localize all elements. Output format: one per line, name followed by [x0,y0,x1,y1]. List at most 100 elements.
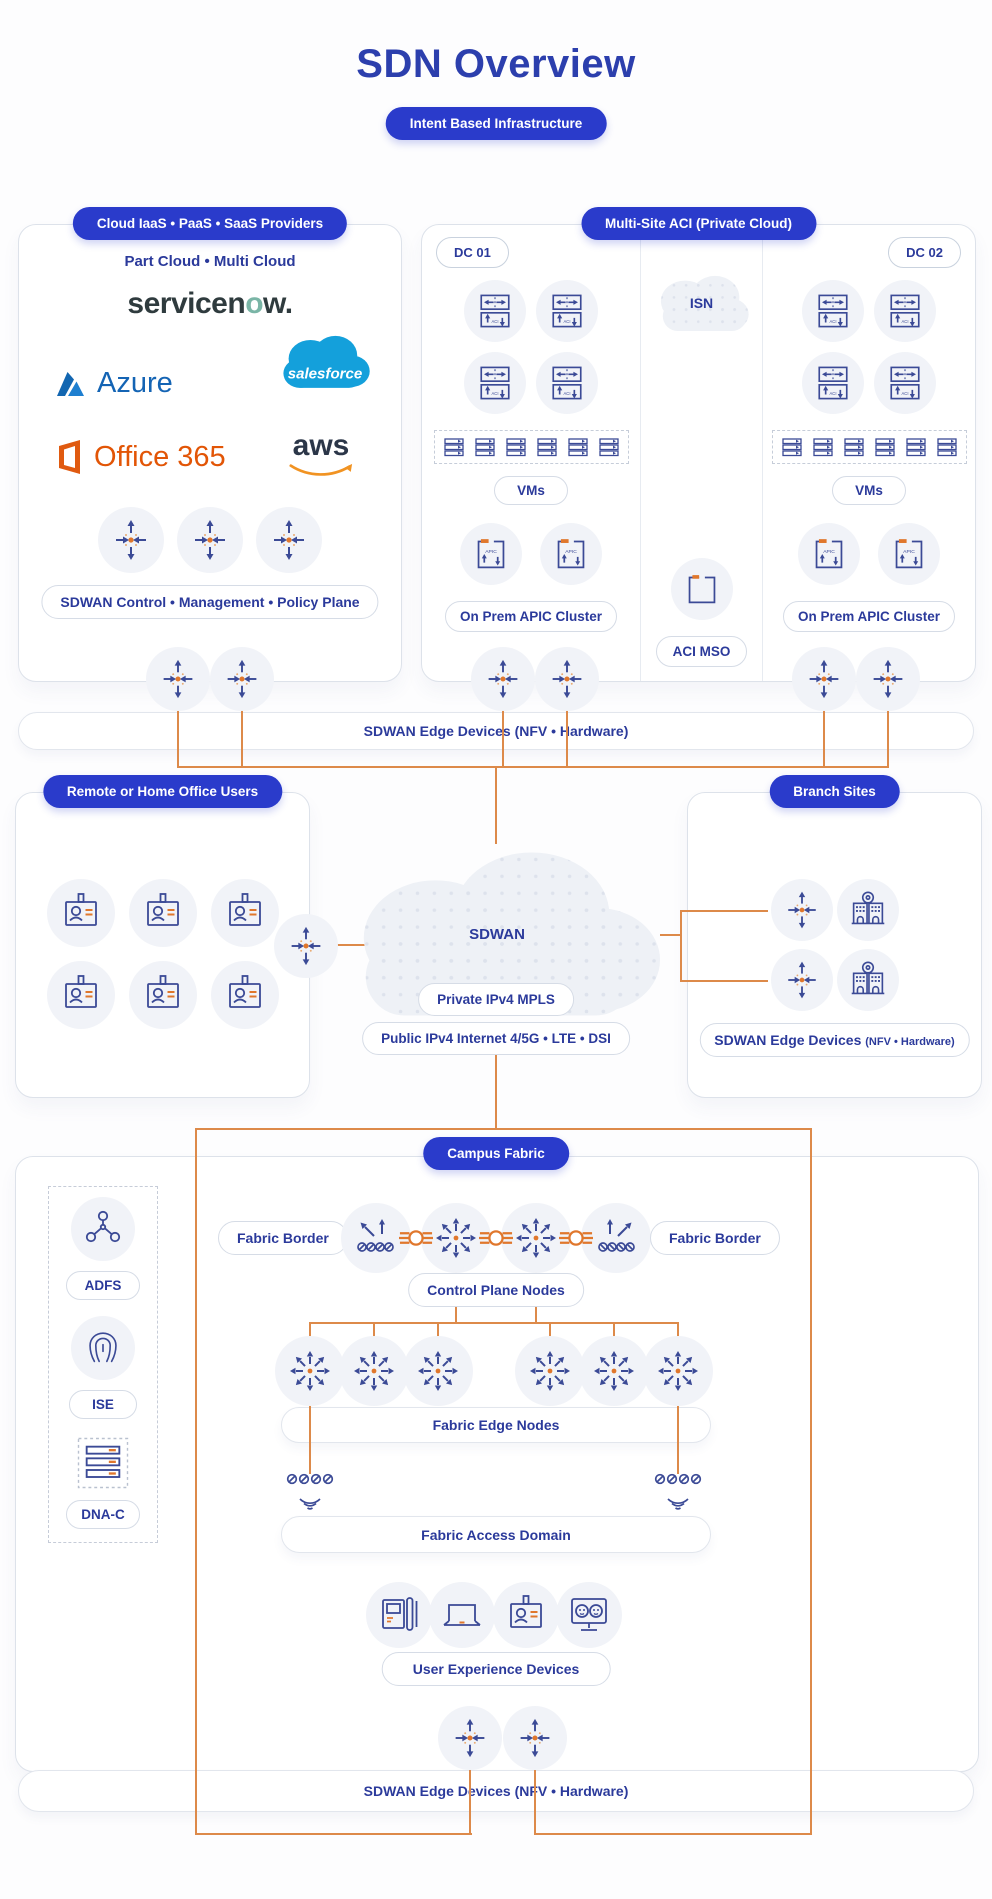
aws-text: aws [292,429,350,462]
branch-edge-devices-sublabel: (NFV • Hardware) [865,1036,955,1048]
multi-site-header-pill: Multi-Site ACI (Private Cloud) [580,207,817,240]
server-rack-icon [780,435,804,459]
router-icon [98,507,164,573]
server-rack-icon [904,435,928,459]
wireless-ap-icon [282,1470,338,1512]
video-conference-icon [556,1582,622,1648]
branch-building-icon [836,879,899,941]
fabric-border-left-pill: Fabric Border [218,1221,348,1255]
isn-column: ISN ACI MSO [641,225,763,681]
laptop-icon [429,1582,495,1648]
server-rack-icon [442,435,466,459]
server-rack-icon [842,435,866,459]
connector-line [566,700,568,766]
sdwan-edge-router-icon [503,1706,567,1770]
internet-pill: Public IPv4 Internet 4/5G • LTE • DSI [362,1022,630,1055]
aci-switch-icon [536,352,598,414]
aci-switch-icon [802,352,864,414]
dc01-label-pill: DC 01 [436,237,509,268]
isn-cloud-icon [660,275,749,331]
sdwan-edge-router-icon [535,647,599,711]
connector-line [823,700,825,766]
apic-icon [878,523,940,585]
server-rack-icon [473,435,497,459]
user-badge-icon [128,879,197,947]
sdwan-cloud-label: SDWAN [469,926,525,943]
dc02-switches [802,280,936,414]
cloud-providers-box: Cloud IaaS • PaaS • SaaS Providers Part … [18,207,402,682]
campus-boundary-bottom [535,1833,812,1835]
ise-fingerprint-icon [71,1316,135,1380]
branch-device-grid [770,879,899,1011]
fabric-edge-node-icon [339,1336,409,1406]
sdwan-edge-router-icon [471,647,535,711]
sdwan-cloud: SDWAN [328,820,666,1052]
multi-site-aci-box: Multi-Site ACI (Private Cloud) DC 01 [421,207,976,682]
dc01-column: DC 01 VMs [422,225,641,681]
intent-pill: Intent Based Infrastructure [385,107,607,140]
fabric-edge-node-icon [403,1336,473,1406]
adfs-pill: ADFS [65,1271,141,1300]
remote-user-badges [46,879,279,1029]
servicenow-text: servicen [127,287,246,320]
azure-logo: Azure [57,367,173,400]
apic-icon [460,523,522,585]
remote-users-header-pill: Remote or Home Office Users [42,775,283,808]
svg-text:salesforce: salesforce [288,365,363,382]
office365-logo: Office 365 [55,439,226,475]
branch-building-icon [836,949,899,1011]
fabric-edge-nodes-label: Fabric Edge Nodes [432,1417,560,1433]
sdwan-edge-devices-bar-bottom-label: SDWAN Edge Devices (NFV • Hardware) [363,1783,629,1799]
user-badge-icon [46,879,115,947]
fabric-edge-node-icon [579,1336,649,1406]
sdwan-edge-router-icon [146,647,210,711]
apic-icon [798,523,860,585]
user-experience-devices-pill: User Experience Devices [381,1652,611,1686]
shared-services-column: ADFS ISE DNA-C [48,1186,158,1543]
connector-line [177,700,179,766]
user-badge-icon [493,1582,559,1648]
cloud-providers-header-pill: Cloud IaaS • PaaS • SaaS Providers [72,207,348,240]
fabric-edge-node-icon [275,1336,345,1406]
connector-line [613,1322,615,1338]
connector-line [373,1322,375,1338]
control-plane-nodes-pill: Control Plane Nodes [408,1273,584,1307]
user-badge-icon [210,961,279,1029]
fabric-edge-node-icon [515,1336,585,1406]
sdwan-edge-router-icon [856,647,920,711]
servicenow-text: w. [263,287,293,320]
aci-switch-icon [464,352,526,414]
desk-phone-icon [366,1582,432,1648]
server-rack-icon [597,435,621,459]
dc02-vms-pill: VMs [832,476,906,505]
server-rack-icon [504,435,528,459]
user-badge-icon [210,879,279,947]
connector-line [309,1404,311,1474]
cloud-providers-subheader: Part Cloud • Multi Cloud [124,253,296,270]
adfs-icon [71,1197,135,1261]
fabric-border-right-pill: Fabric Border [650,1221,780,1255]
user-badge-icon [128,961,197,1029]
connector-line [502,700,504,766]
aci-switch-icon [536,280,598,342]
azure-icon [57,371,84,396]
dc01-apic-group [460,523,602,585]
branch-edge-devices-pill: SDWAN Edge Devices (NFV • Hardware) [699,1023,970,1057]
connector-line [549,1322,551,1338]
dc02-column: DC 02 VMs [763,225,975,681]
link-icon [399,1221,433,1255]
mpls-pill: Private IPv4 MPLS [418,983,574,1016]
isn-cloud: ISN [646,269,758,337]
branch-router-icon [770,879,833,941]
aws-swoosh-icon [289,463,353,476]
dc01-vms-pill: VMs [494,476,568,505]
sdwan-edge-devices-bar-top: SDWAN Edge Devices (NFV • Hardware) [18,712,974,750]
connector-line [495,766,497,844]
campus-boundary-left [195,1128,197,1835]
dc02-apic-group [798,523,940,585]
aci-mso-pill: ACI MSO [655,636,748,667]
salesforce-cloud-icon: salesforce [283,335,370,388]
aci-switch-icon [874,280,936,342]
connector-line [887,700,889,766]
